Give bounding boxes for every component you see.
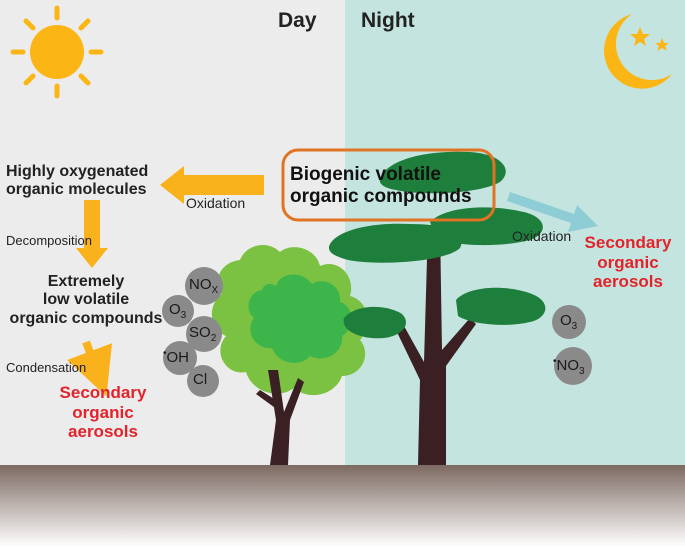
elvoc-line1: Extremely [47,273,125,290]
no3-bubble [554,347,592,385]
oxidation-label-day: Oxidation [186,195,246,211]
soa-label-day: Secondary organic aerosols [48,383,158,442]
elvoc-line2: low volatile [42,291,130,309]
oh-label: •OH [163,348,190,366]
bvoc-label: Biogenic volatile organic compounds [290,164,472,208]
o3-label-night: O3 [560,312,578,332]
bvoc-line2: organic compounds [290,185,472,207]
homs-line1: Highly oxygenated [6,163,149,180]
no3-label: •NO3 [553,356,585,377]
star-icon [630,27,669,51]
broadleaf-tree [211,245,368,465]
moon-icon [604,14,672,89]
pine-tree [328,151,546,465]
soa-night-line1: Secondary [584,233,672,252]
soa-day-line2: organic [72,402,134,422]
day-label: Day [278,9,317,32]
soa-night-line2: organic [597,252,659,272]
soa-day-line3: aerosols [68,422,138,442]
homs-label: Highly oxygenated organic molecules [6,163,148,200]
cl-bubble [187,365,219,397]
decomposition-label: Decomposition [6,233,92,248]
homs-line2: organic molecules [6,181,147,199]
ground [0,465,685,547]
oxidation-arrow-day [160,166,264,204]
night-label: Night [361,9,415,32]
soa-night-line3: aerosols [593,272,663,292]
soa-label-night: Secondary organic aerosols [578,233,678,292]
so2-label: SO2 [189,324,217,344]
bvoc-box [281,148,496,222]
nox-label: NOX [189,276,219,296]
soa-day-line1: Secondary [59,383,147,402]
o3-bubble-day [162,295,194,327]
oxidation-label-night: Oxidation [512,228,572,244]
elvoc-line3: organic compounds [9,309,163,327]
oh-bubble [163,341,197,375]
condensation-arrow [67,340,113,397]
o3-bubble-night [552,305,586,339]
bvoc-line1: Biogenic volatile [290,164,441,185]
decomposition-arrow [76,200,108,268]
elvoc-label: Extremely low volatile organic compounds [6,273,166,328]
o3-label-day: O3 [169,301,187,321]
so2-bubble [186,316,222,352]
condensation-label: Condensation [6,360,87,375]
sun-icon [10,5,104,99]
nox-bubble [185,267,223,305]
cl-label: Cl [193,371,208,388]
oxidation-arrow-night [507,192,598,232]
